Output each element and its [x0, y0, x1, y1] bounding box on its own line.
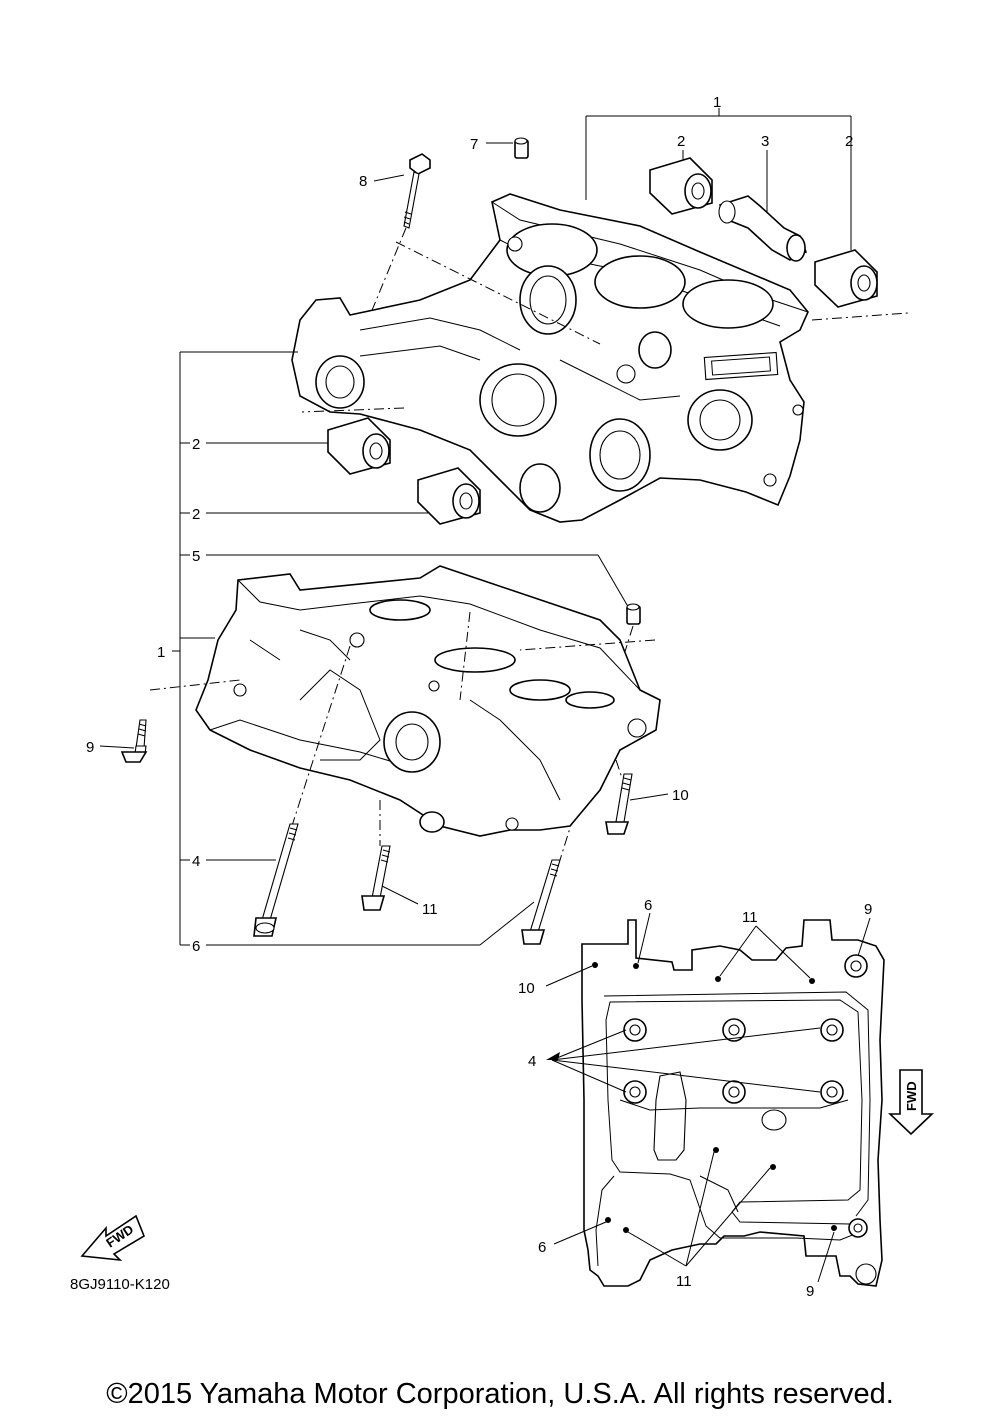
bolt-6-long — [521, 859, 561, 945]
callout-10-right: 10 — [672, 787, 689, 804]
callout-8: 8 — [359, 173, 367, 190]
callout-5: 5 — [192, 548, 200, 565]
copyright-notice: ©2015 Yamaha Motor Corporation, U.S.A. A… — [106, 1378, 894, 1410]
fwd-arrow-bottom-left: FWD — [80, 1214, 145, 1262]
lower-crankcase — [195, 565, 661, 837]
callout-11-mid: 11 — [422, 901, 438, 918]
callout-6-detail-bottom: 6 — [538, 1239, 546, 1256]
damper-bushing-mid-b — [417, 467, 481, 525]
upper-crankcase — [291, 193, 809, 523]
leader-9-left — [99, 745, 135, 749]
callout-3-top: 3 — [761, 133, 769, 150]
callout-2-mid-a: 2 — [192, 436, 200, 453]
callout-11-detail-bottom: 11 — [676, 1273, 692, 1290]
callout-11-detail-top: 11 — [742, 909, 758, 926]
callout-10-detail: 10 — [518, 980, 535, 997]
collar-sleeve-top — [718, 195, 808, 262]
damper-bushing-top-right — [814, 249, 878, 308]
callout-2-mid-b: 2 — [192, 506, 200, 523]
bolt-8 — [403, 153, 431, 229]
callout-group-1-left — [172, 351, 631, 946]
callout-1-top: 1 — [713, 94, 721, 111]
callout-7: 7 — [470, 136, 478, 153]
callout-2-top-left: 2 — [677, 133, 685, 150]
callout-1-left: 1 — [157, 644, 165, 661]
callout-9-left: 9 — [86, 739, 94, 756]
callout-6-left: 6 — [192, 938, 200, 955]
bolt-9-left — [120, 719, 148, 763]
callout-4-detail: 4 — [528, 1053, 536, 1070]
leader-8 — [373, 174, 405, 182]
callout-group-1-top — [585, 108, 852, 250]
detail-view-bottom-case — [581, 919, 885, 1287]
leader-10-right — [629, 793, 669, 801]
damper-bushing-top-left — [649, 157, 713, 215]
callout-4-left: 4 — [192, 853, 200, 870]
bolt-4-long — [253, 823, 299, 937]
diagram-code: 8GJ9110-K120 — [70, 1276, 170, 1293]
callout-9-detail-bottom: 9 — [806, 1283, 814, 1300]
bolt-10-right — [605, 773, 633, 835]
bolt-11-mid — [361, 845, 391, 911]
leader-11-mid — [381, 885, 419, 905]
dowel-pin-top — [514, 137, 529, 159]
dowel-pin-5 — [626, 603, 641, 625]
damper-bushing-mid-a — [327, 417, 391, 475]
fwd-label-detail: FWD — [904, 1081, 919, 1111]
callout-9-detail-top: 9 — [864, 901, 872, 918]
callout-2-top-right: 2 — [845, 133, 853, 150]
callout-6-detail-top: 6 — [644, 897, 652, 914]
fwd-arrow-detail: FWD — [888, 1069, 934, 1136]
